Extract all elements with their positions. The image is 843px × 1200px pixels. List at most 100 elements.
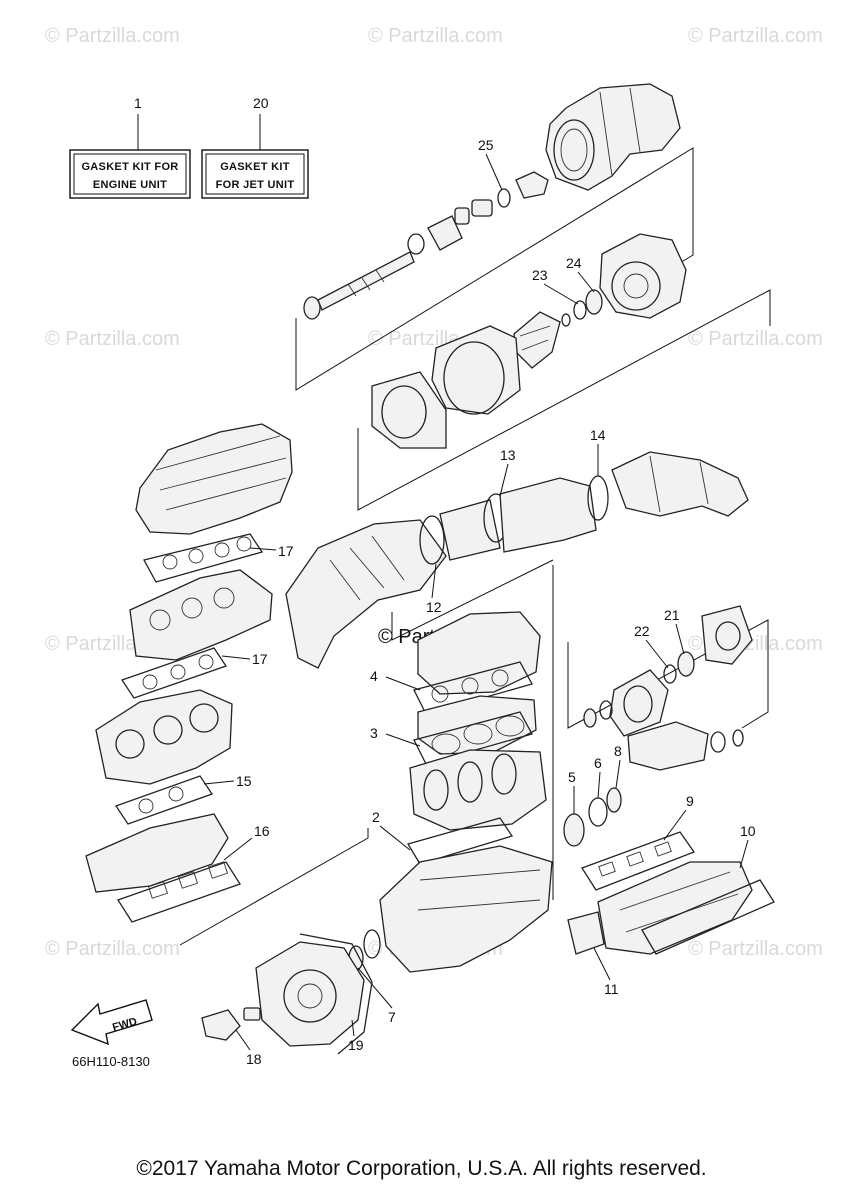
- forward-arrow-icon: FWD: [70, 999, 153, 1046]
- pump-cover: [701, 605, 753, 665]
- leader-line: [223, 837, 253, 861]
- callout-label: 11: [604, 981, 619, 997]
- kit-box: [201, 149, 309, 199]
- kit-label-line2: ENGINE UNIT: [93, 179, 167, 191]
- frame-jet-housing: [357, 289, 771, 511]
- muffler: [611, 451, 749, 517]
- cap: [515, 171, 549, 199]
- gasket-17-lower: [120, 647, 228, 699]
- port-gasket: [598, 861, 616, 877]
- leader-line: [499, 463, 509, 497]
- cylinder-head-plate: [129, 569, 273, 661]
- callout-label: 24: [566, 255, 582, 271]
- carburetors: [95, 689, 233, 785]
- intake-manifold: [85, 813, 229, 893]
- leader-line: [357, 967, 393, 1009]
- nozzle-ribs: [599, 87, 641, 177]
- head-port: [213, 587, 235, 609]
- housing-ring: [443, 341, 505, 415]
- bore-ring: [495, 715, 525, 737]
- callouts: 25 23 24 13 14 17 12 17 4 22 21 3 15 6 8…: [203, 137, 756, 1067]
- carb-bore: [153, 715, 183, 745]
- callout-label: 17: [278, 543, 294, 559]
- bearing-24: [585, 289, 603, 315]
- cover-ridges: [155, 435, 287, 511]
- exhaust-manifold: [597, 861, 753, 955]
- reed-block: [177, 871, 199, 889]
- intermediate-shaft: [627, 721, 709, 771]
- seal-23: [573, 300, 587, 320]
- gasket-hole: [214, 542, 230, 558]
- carburetor-assembly: [85, 689, 241, 923]
- elbow-ribs: [329, 535, 405, 601]
- part-6: [588, 797, 608, 827]
- exhaust-manifold-assembly: [567, 831, 775, 955]
- callout-label: 9: [686, 793, 694, 809]
- reed-block: [147, 881, 169, 899]
- duct-opening: [381, 385, 427, 439]
- cylinder-head-left: [120, 423, 293, 699]
- cover-bore: [283, 969, 337, 1023]
- part-8: [606, 787, 622, 813]
- coupler: [427, 215, 463, 251]
- callout-label: 4: [370, 668, 378, 684]
- gasket-hole: [461, 677, 479, 695]
- kit-box: [69, 149, 191, 199]
- impeller-blades: [519, 325, 551, 351]
- leader-line: [379, 825, 411, 851]
- callout-number: 20: [253, 95, 269, 111]
- nozzle-opening-inner: [560, 128, 588, 172]
- oil-pump-assembly: [563, 605, 753, 847]
- gasket-hole: [168, 786, 184, 802]
- kit-label-line2: FOR JET UNIT: [216, 179, 295, 191]
- leader-line: [249, 547, 277, 551]
- callout-label: 7: [388, 1009, 396, 1025]
- bore-ring: [463, 723, 493, 745]
- cylinder-bore: [491, 753, 517, 795]
- water-box: [499, 477, 597, 553]
- jet-housing-assembly: [371, 233, 687, 449]
- washer: [561, 313, 571, 327]
- starter-relay: [201, 1009, 241, 1041]
- gasket-19: [299, 933, 373, 1055]
- jet-nozzle-assembly: [303, 83, 681, 320]
- callout-label: 5: [568, 769, 576, 785]
- o-ring: [497, 188, 511, 208]
- muffler-seams: [649, 455, 709, 513]
- shaft-bearing: [710, 731, 726, 753]
- gasket-hole: [236, 536, 252, 552]
- callout-label: 3: [370, 725, 378, 741]
- impeller: [513, 311, 561, 369]
- frame-jet-upper: [295, 147, 694, 391]
- callout-label: 25: [478, 137, 494, 153]
- gasket-hole: [431, 685, 449, 703]
- frame-engine-top: [391, 559, 554, 641]
- callout-label: 18: [246, 1051, 262, 1067]
- leader-line: [645, 639, 669, 669]
- arrow-shape: [70, 999, 153, 1046]
- callout-label: 19: [348, 1037, 364, 1053]
- valve-cover: [135, 423, 293, 535]
- callout-label: 16: [254, 823, 270, 839]
- crankcase: [379, 845, 553, 973]
- bearing: [471, 199, 493, 217]
- shaft-splines: [347, 269, 385, 297]
- shaft-circlip: [732, 729, 744, 747]
- kit-box-inner: [205, 153, 305, 195]
- jet-nozzle: [545, 83, 681, 191]
- magneto-cover-assembly: [201, 933, 373, 1055]
- callout-label: 10: [740, 823, 756, 839]
- gasket-hole: [142, 674, 158, 690]
- bore-ring: [431, 733, 461, 755]
- leader-line: [351, 1019, 355, 1037]
- gasket-hole: [491, 669, 509, 687]
- watermark: © Partzilla.com: [45, 328, 180, 350]
- kit-label-line1: GASKET KIT FOR: [81, 161, 178, 173]
- exhaust-tube-assembly: [285, 451, 749, 669]
- shaft-bearing: [407, 233, 425, 255]
- callout-label: 23: [532, 267, 548, 283]
- gasket-11: [567, 911, 605, 955]
- callout-label: 14: [590, 427, 606, 443]
- oil-seal: [363, 929, 381, 959]
